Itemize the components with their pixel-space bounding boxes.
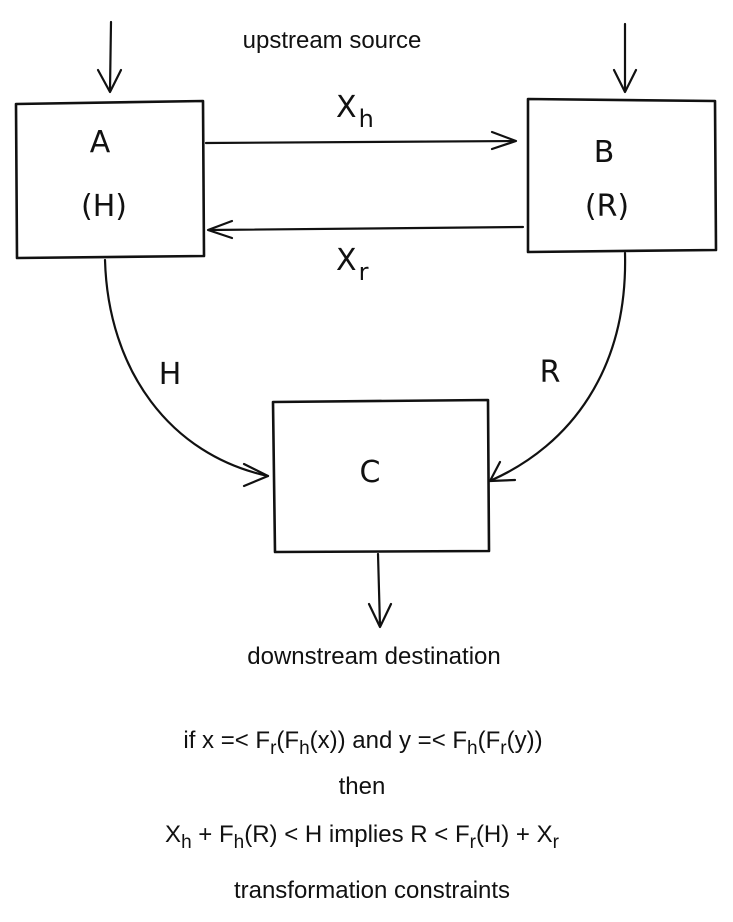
diagram-caption: transformation constraints (234, 877, 510, 904)
formula-condition: if x =< Fr(Fh(x)) and y =< Fh(Fr(y)) (183, 727, 542, 759)
node-a: A (H) (14, 99, 206, 260)
upstream-source-label: upstream source (243, 27, 422, 54)
formula-implication: Xh + Fh(R) < H implies R < Fr(H) + Xr (165, 821, 560, 853)
formula-then: then (339, 773, 386, 800)
node-a-sub: (H) (81, 189, 127, 224)
node-b-sub: (R) (585, 189, 629, 224)
arrow-xh (204, 130, 518, 151)
edge-xh-label: Xh (336, 90, 374, 133)
arrow-h (103, 258, 270, 488)
edge-h-label: H (159, 357, 182, 392)
node-a-box (14, 99, 206, 260)
edge-xr-label: Xr (336, 243, 369, 286)
node-b: B (R) (526, 97, 718, 254)
downstream-arrow (367, 552, 393, 629)
upstream-arrow-b (612, 22, 638, 94)
node-b-box (526, 97, 718, 254)
node-c: C (271, 398, 491, 554)
node-c-box (271, 398, 491, 554)
upstream-arrow-a (96, 20, 123, 94)
arrow-r (488, 251, 627, 483)
node-c-name: C (360, 455, 381, 490)
downstream-destination-label: downstream destination (247, 643, 500, 670)
node-a-name: A (90, 125, 111, 160)
arrow-xr (206, 219, 525, 240)
node-b-name: B (594, 135, 615, 170)
edge-r-label: R (540, 355, 561, 390)
